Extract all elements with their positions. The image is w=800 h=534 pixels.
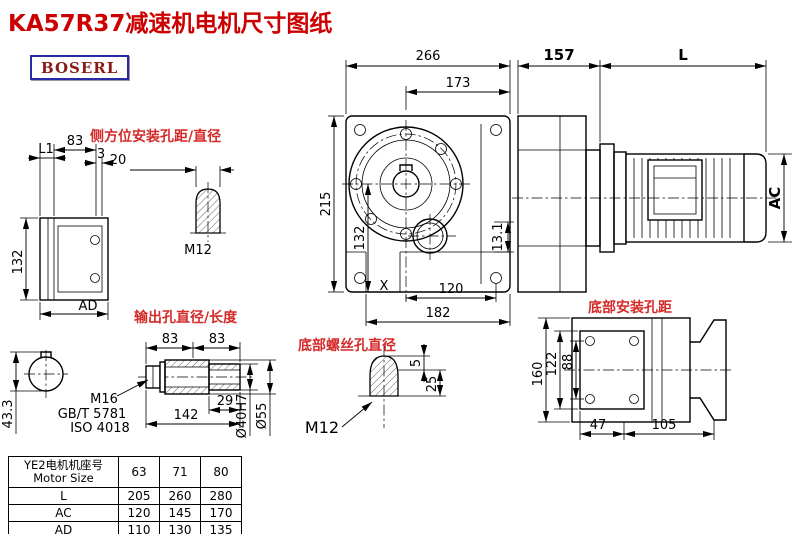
dim-132-side: 132 bbox=[11, 250, 26, 275]
dim-13-1: 13.1 bbox=[491, 223, 506, 252]
dim-182: 182 bbox=[426, 306, 451, 321]
size-col-71: 71 bbox=[159, 455, 201, 489]
dim-132-front: 132 bbox=[353, 226, 368, 251]
row-label-AC: AC bbox=[8, 504, 119, 523]
dim-266: 266 bbox=[416, 49, 441, 64]
shaft-end bbox=[208, 363, 241, 391]
plug-dome bbox=[195, 188, 221, 234]
size-col-63: 63 bbox=[118, 455, 160, 489]
side-view-dimensions: 157 L AC bbox=[517, 46, 792, 243]
cell-AD-71: 130 bbox=[159, 521, 201, 534]
dim-83-side: 83 bbox=[67, 134, 84, 149]
dim-dia40H7: Ø40H7 bbox=[235, 394, 250, 439]
brand-logo: BOSERL bbox=[30, 55, 130, 80]
mount-hole bbox=[629, 394, 639, 404]
side-view bbox=[512, 115, 778, 293]
thread-m12-side: M12 bbox=[184, 243, 212, 258]
dim-3: 3 bbox=[97, 147, 105, 162]
cell-L-63: 205 bbox=[118, 487, 160, 506]
corner-hole bbox=[490, 124, 502, 136]
corner-hole bbox=[490, 272, 502, 284]
cell-AD-80: 135 bbox=[200, 521, 242, 534]
cell-AD-63: 110 bbox=[118, 521, 160, 534]
dim-83-b: 83 bbox=[209, 332, 226, 347]
table-row-AD: AD 110 130 135 bbox=[8, 521, 242, 534]
front-view-dimensions: 266 173 215 132 120 182 13.1 bbox=[319, 49, 514, 326]
dim-122: 122 bbox=[545, 352, 560, 377]
label-side-mount: 侧方位安装孔距/直径 bbox=[90, 128, 221, 145]
table-row-L: L 205 260 280 bbox=[8, 487, 242, 506]
cell-L-71: 260 bbox=[159, 487, 201, 506]
label-bottom-screw: 底部螺丝孔直径 bbox=[298, 337, 396, 354]
dim-43-3: 43.3 bbox=[1, 400, 16, 429]
page-title: KA57R37减速机电机尺寸图纸 bbox=[8, 11, 333, 37]
standard-iso4018: ISO 4018 bbox=[70, 421, 130, 436]
thread-m12-bottom: M12 bbox=[305, 418, 339, 437]
mount-hole bbox=[585, 394, 595, 404]
row-label-L: L bbox=[8, 487, 119, 506]
dim-5: 5 bbox=[409, 359, 424, 367]
dim-157: 157 bbox=[543, 46, 574, 64]
dim-L1: L1 bbox=[38, 142, 54, 157]
cell-AC-63: 120 bbox=[118, 504, 160, 523]
front-view: X bbox=[342, 115, 511, 300]
dim-83-a: 83 bbox=[162, 332, 179, 347]
output-shaft-view: 输出孔直径/长度 43.3 bbox=[1, 309, 276, 438]
brand-logo-text: BOSERL bbox=[41, 59, 119, 77]
surface-mark-x: X bbox=[380, 279, 389, 294]
cell-L-80: 280 bbox=[200, 487, 242, 506]
table-header-en: Motor Size bbox=[33, 471, 94, 486]
table-row-AC: AC 120 145 170 bbox=[8, 504, 242, 523]
standard-gbt5781: GB/T 5781 bbox=[58, 407, 127, 422]
dim-105: 105 bbox=[652, 418, 677, 433]
side-mount-view: 侧方位安装孔距/直径 83 L1 3 132 bbox=[11, 128, 221, 320]
dim-160: 160 bbox=[531, 362, 546, 387]
dim-20: 20 bbox=[110, 153, 127, 168]
dim-25: 25 bbox=[425, 376, 440, 393]
gearbox-body bbox=[345, 115, 511, 293]
label-output-hole: 输出孔直径/长度 bbox=[134, 309, 238, 326]
plug-dome bbox=[369, 355, 399, 397]
dim-88: 88 bbox=[561, 354, 576, 371]
dim-29: 29 bbox=[217, 394, 234, 409]
washer bbox=[159, 361, 166, 393]
mount-hole bbox=[629, 336, 639, 346]
bottom-plug-view: 底部螺丝孔直径 M12 5 25 bbox=[298, 337, 446, 437]
size-col-80: 80 bbox=[200, 455, 242, 489]
dim-dia55: Ø55 bbox=[255, 403, 270, 430]
label-bottom-mount: 底部安装孔距 bbox=[588, 299, 672, 316]
cell-AC-71: 145 bbox=[159, 504, 201, 523]
dim-AD: AD bbox=[79, 299, 98, 314]
bottom-mount-view: 底部安装孔距 160 122 88 bbox=[531, 299, 734, 440]
dim-120: 120 bbox=[439, 282, 464, 297]
mount-hole bbox=[90, 235, 100, 245]
side-mount-body bbox=[39, 217, 109, 301]
dim-L: L bbox=[678, 46, 688, 64]
row-label-AD: AD bbox=[8, 521, 119, 534]
mount-hole bbox=[90, 273, 100, 283]
dim-173: 173 bbox=[446, 76, 471, 91]
table-header-cell: YE2电机机座号 Motor Size bbox=[8, 455, 119, 489]
dim-142: 142 bbox=[174, 408, 199, 423]
cell-AC-80: 170 bbox=[200, 504, 242, 523]
shaft-bore bbox=[392, 170, 420, 198]
gearbox-side bbox=[517, 115, 587, 293]
mount-hole bbox=[585, 336, 595, 346]
screw-plug-side: 20 M12 bbox=[110, 153, 234, 258]
thread-m16: M16 bbox=[90, 392, 118, 407]
motor-size-table: YE2电机机座号 Motor Size 63 71 80 L 205 260 2… bbox=[8, 455, 242, 534]
dim-215: 215 bbox=[319, 192, 334, 217]
dim-47: 47 bbox=[590, 418, 607, 433]
corner-hole bbox=[354, 124, 366, 136]
terminal-box bbox=[647, 159, 703, 221]
table-header-row: YE2电机机座号 Motor Size 63 71 80 bbox=[8, 455, 242, 489]
table-header-cn: YE2电机机座号 bbox=[23, 458, 104, 472]
dim-AC: AC bbox=[766, 187, 784, 210]
